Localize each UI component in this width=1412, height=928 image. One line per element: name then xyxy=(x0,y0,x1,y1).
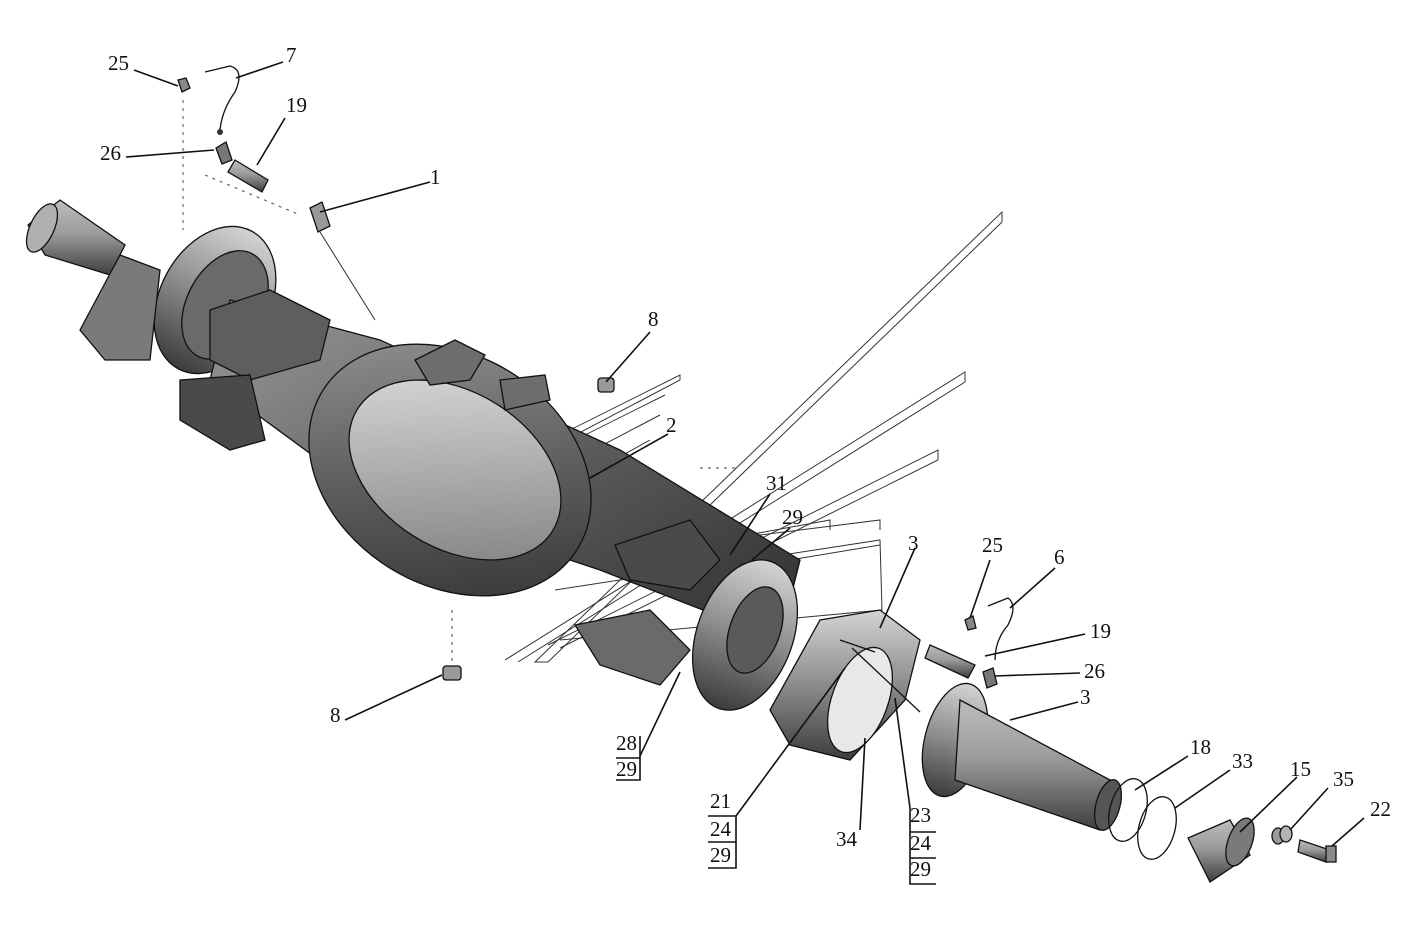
brake-line-right xyxy=(924,597,1014,689)
filler-plug-part xyxy=(597,377,615,393)
axle-housing xyxy=(25,199,801,711)
leader-lines xyxy=(125,61,1365,885)
stack-21-item-1: 21 xyxy=(710,789,731,813)
callout-33: 33 xyxy=(1232,749,1253,773)
callout-26-left: 26 xyxy=(100,141,121,165)
callout-3-carrier: 3 xyxy=(908,531,919,555)
callout-19-right: 19 xyxy=(1090,619,1111,643)
stack-28-item-2: 29 xyxy=(616,757,637,781)
stack-23-item-3: 29 xyxy=(910,857,931,881)
stack-23-item-2: 24 xyxy=(910,831,932,855)
spindle-part xyxy=(921,682,1123,831)
seal-rings xyxy=(1108,778,1177,860)
callout-labels: 25 7 19 26 1 8 2 31 29 3 25 6 19 26 3 8 … xyxy=(100,43,1391,881)
bushing-part xyxy=(1187,817,1255,883)
stack-21-item-2: 24 xyxy=(710,817,732,841)
callout-29: 29 xyxy=(782,505,803,529)
callout-26-right: 26 xyxy=(1084,659,1105,683)
callout-31: 31 xyxy=(766,471,787,495)
callout-35: 35 xyxy=(1333,767,1354,791)
stack-23-item-1: 23 xyxy=(910,803,931,827)
callout-34: 34 xyxy=(836,827,858,851)
callout-2: 2 xyxy=(666,413,677,437)
callout-25-left: 25 xyxy=(108,51,129,75)
callout-18: 18 xyxy=(1190,735,1211,759)
callout-8-top: 8 xyxy=(648,307,659,331)
brake-line-left xyxy=(177,65,376,321)
washer-bolt xyxy=(1271,825,1337,863)
callout-25-right: 25 xyxy=(982,533,1003,557)
callout-8-bottom: 8 xyxy=(330,703,341,727)
stack-28-item-1: 28 xyxy=(616,731,637,755)
stack-21-item-3: 29 xyxy=(710,843,731,867)
brake-carrier-part xyxy=(769,609,921,761)
callout-3-spindle: 3 xyxy=(1080,685,1091,709)
drain-plug-part xyxy=(442,610,462,681)
callout-19-left: 19 xyxy=(286,93,307,117)
callout-7: 7 xyxy=(286,43,297,67)
callout-22: 22 xyxy=(1370,797,1391,821)
callout-1: 1 xyxy=(430,165,441,189)
callout-6: 6 xyxy=(1054,545,1065,569)
callout-15: 15 xyxy=(1290,757,1311,781)
